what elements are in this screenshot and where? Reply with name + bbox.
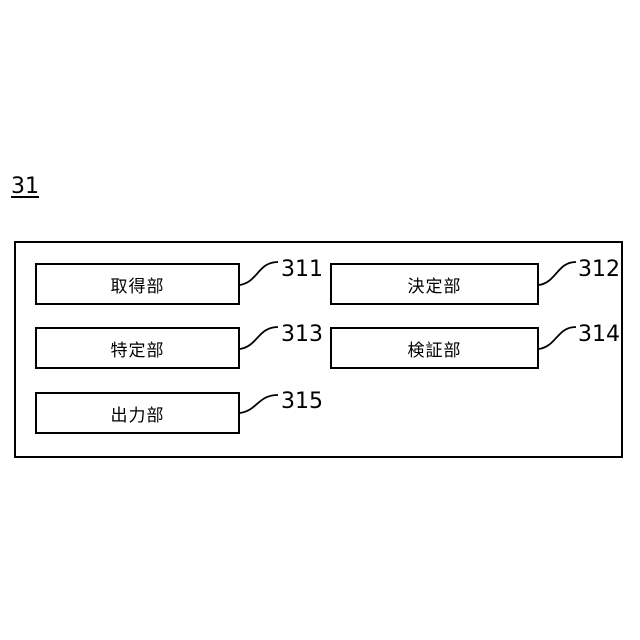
- ref-number-313: 313: [281, 323, 323, 347]
- figure-label: 31: [11, 174, 39, 200]
- unit-box-acquisition: 取得部: [35, 263, 240, 305]
- ref-number-311: 311: [281, 258, 323, 282]
- unit-box-verification: 検証部: [330, 327, 539, 369]
- ref-number-315: 315: [281, 390, 323, 414]
- unit-box-output: 出力部: [35, 392, 240, 434]
- unit-box-identification: 特定部: [35, 327, 240, 369]
- unit-box-determination: 決定部: [330, 263, 539, 305]
- ref-number-314: 314: [578, 323, 620, 347]
- ref-number-312: 312: [578, 258, 620, 282]
